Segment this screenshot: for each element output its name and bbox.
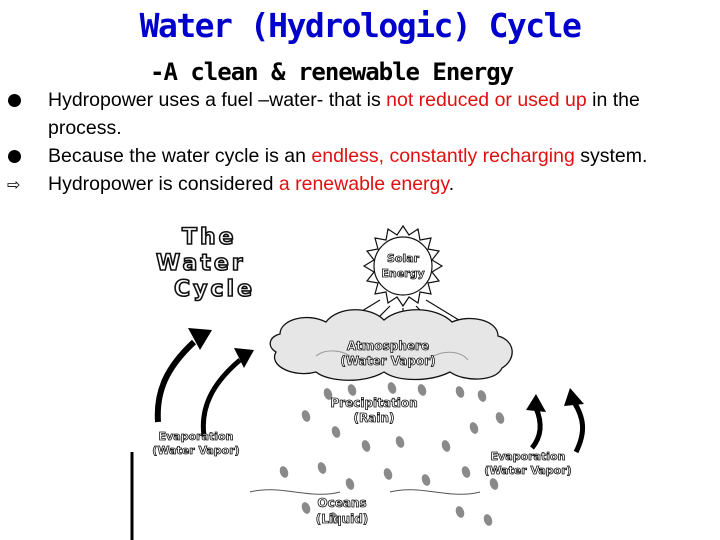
heading-line: Water: [156, 251, 246, 276]
ocean-waves: [130, 452, 481, 540]
heading-line: The: [182, 225, 237, 250]
bullet-item: ⇨ Hydropower is considered a renewable e…: [6, 170, 718, 198]
evaporation-right-label: (Water Vapor): [484, 464, 571, 477]
bullet-text: .: [448, 173, 455, 195]
bullet-text: Hydropower uses a fuel –water- that is: [48, 89, 387, 111]
precipitation-label: Precipitation: [330, 396, 417, 410]
rain-drops: [279, 382, 505, 526]
bullet-dot-icon: [8, 94, 21, 107]
bullet-list: Hydropower uses a fuel –water- that is n…: [6, 86, 718, 198]
bullet-highlight: a renewable energy: [278, 173, 449, 195]
cloud-icon: [269, 309, 513, 381]
evaporation-arrow-left-icon: [154, 328, 254, 437]
oceans-label: (Liquid): [316, 512, 369, 526]
bullet-text: in the process.: [48, 89, 640, 139]
sun-icon: Solar Energy: [362, 224, 444, 308]
evaporation-right-label: Evaporation: [491, 450, 566, 463]
bullet-text: Because the water cycle is an: [48, 145, 312, 167]
bullet-dot-icon: [8, 150, 21, 163]
slide-subtitle: -A clean & renewable Energy: [150, 58, 514, 86]
evaporation-arrow-right-icon: [526, 388, 585, 454]
bullet-highlight: not reduced or used up: [386, 89, 587, 111]
bullet-item: Hydropower uses a fuel –water- that is n…: [6, 86, 718, 142]
water-cycle-diagram: The Water Cycle Solar Energy Atmosphere …: [130, 224, 585, 540]
bullet-text: Hydropower is considered: [48, 173, 279, 195]
atmosphere-label: (Water Vapor): [340, 354, 435, 368]
evaporation-left-label: (Water Vapor): [152, 444, 239, 457]
oceans-label: Oceans: [317, 496, 366, 510]
bullet-highlight: endless, constantly recharging: [311, 145, 575, 167]
diagram-heading: The Water Cycle: [155, 224, 255, 303]
heading-line: Cycle: [174, 277, 255, 302]
atmosphere-label: Atmosphere: [347, 339, 429, 353]
sun-label: Energy: [381, 267, 424, 280]
bullet-item: Because the water cycle is an endless, c…: [6, 142, 718, 170]
sun-label: Solar: [387, 252, 420, 265]
evaporation-left-label: Evaporation: [159, 430, 234, 443]
slide-title: Water (Hydrologic) Cycle: [139, 6, 582, 45]
bullet-text: system.: [574, 145, 648, 167]
precipitation-label: (Rain): [354, 411, 395, 425]
hollow-arrow-icon: ⇨: [7, 177, 21, 194]
